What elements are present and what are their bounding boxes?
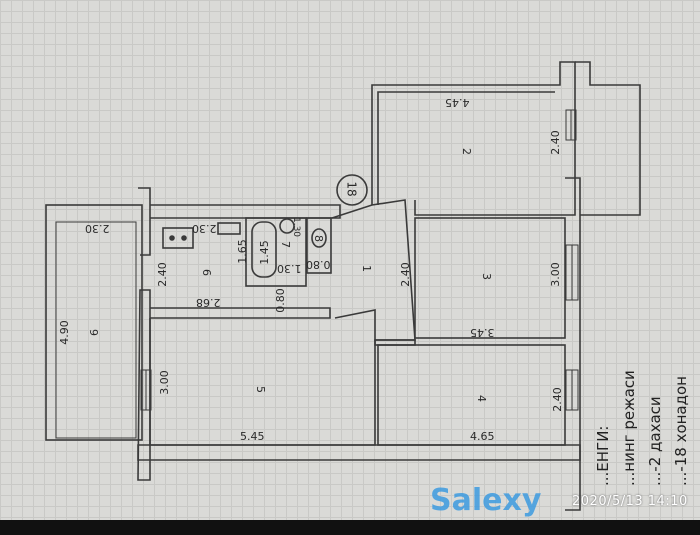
dim-room2-length: 4.45 (445, 96, 470, 109)
room-label-5: 5 (254, 386, 267, 393)
dim-bath-1-65: 1.65 (235, 239, 249, 264)
dim-kitchen-width: 2.40 (155, 262, 169, 287)
room-label-7: 7 (279, 241, 292, 248)
side-text-3: ...-2 дахаси (646, 396, 664, 486)
side-text-4: ...-18 хонадон (672, 376, 690, 486)
room-label-3: 3 (480, 273, 493, 280)
wall-left (137, 187, 151, 481)
room-label-1: 1 (360, 265, 373, 272)
dim-room3-width: 3.00 (548, 262, 562, 287)
dim-room4-width: 2.40 (550, 387, 564, 412)
room-2-outline (371, 61, 576, 216)
room-5-outline (149, 318, 376, 446)
room-label-9: 9 (87, 329, 100, 336)
floor-plan-drawing (45, 61, 641, 511)
room-3-outline (414, 217, 566, 339)
dim-bath-1-30: 1.30 (277, 262, 302, 275)
room-label-6: 6 (200, 269, 213, 276)
dim-room4-length: 4.65 (470, 430, 495, 443)
toilet-room-outline (306, 217, 332, 274)
dim-kitchen-2-68: 2.68 (196, 296, 221, 309)
dim-room3-length: 3.45 (470, 326, 495, 339)
dim-corridor-width: 2.40 (398, 262, 412, 287)
bathroom-outline (245, 217, 307, 287)
dim-room5-length: 5.45 (240, 430, 265, 443)
dim-room9-width: 2.30 (85, 222, 110, 235)
wall-kitchen-bottom (150, 307, 331, 319)
dim-passage-0-80: 0.80 (273, 288, 287, 313)
room-label-8: 8 (312, 235, 325, 242)
dim-room5-width: 3.00 (157, 370, 171, 395)
windows (140, 109, 579, 411)
dim-toilet-1-30: 1.30 (291, 216, 302, 238)
dim-kitchen-length: 2.30 (192, 222, 217, 235)
photo-timestamp: 2020/5/13 14:10 (572, 494, 688, 509)
dim-bath-1-45: 1.45 (257, 240, 271, 265)
dim-toilet-0-80: 0.80 (306, 258, 331, 271)
room-4-outline (377, 344, 566, 446)
floor-plan-paper (0, 0, 700, 520)
dim-room9-length: 4.90 (57, 320, 71, 345)
toilet (311, 228, 327, 248)
salexy-watermark-logo: Salexy (430, 483, 542, 518)
wall-right (565, 177, 581, 511)
stove (162, 227, 194, 249)
dim-room2-width: 2.40 (548, 130, 562, 155)
side-text-2: ...нинг режаси (620, 370, 638, 486)
room-label-18: 18 (344, 181, 359, 197)
side-text-1: ...ЕНГИ: (594, 425, 612, 486)
kitchen-sink (217, 222, 241, 235)
bottom-black-bar (0, 520, 700, 535)
room-label-4: 4 (475, 395, 488, 402)
sink (279, 218, 295, 234)
wall-top (150, 204, 341, 219)
entrance-circle (336, 174, 368, 206)
room-label-2: 2 (460, 148, 473, 155)
bathtub (251, 221, 277, 278)
room-9-outline (45, 204, 143, 441)
balcony-outline (575, 61, 641, 216)
